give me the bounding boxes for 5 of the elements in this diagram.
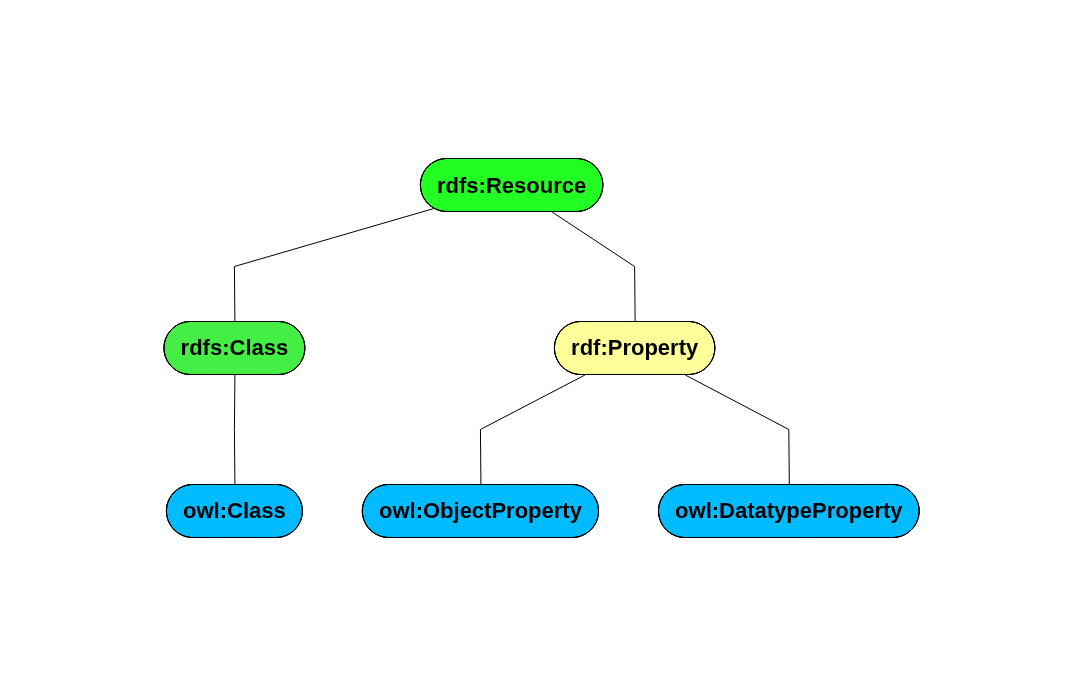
connector	[234, 374, 236, 486]
connector	[480, 374, 586, 486]
connector	[685, 374, 791, 486]
connector	[234, 207, 436, 323]
connector	[552, 211, 637, 323]
